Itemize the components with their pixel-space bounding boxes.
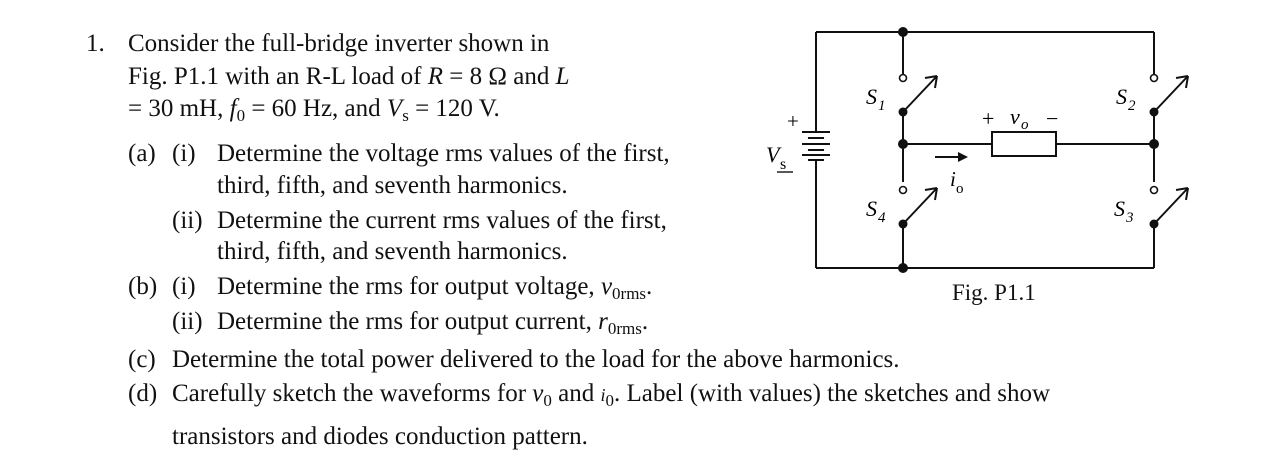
- problem-number: 1.: [86, 30, 105, 57]
- intro-line-1: Consider the full-bridge inverter shown …: [128, 30, 550, 57]
- switch-s2-label: S: [1116, 84, 1127, 109]
- part-b-i-text: Determine the rms for output voltage, v0…: [217, 273, 653, 303]
- switch-s1-label: S: [866, 84, 877, 109]
- switch-s4-blade: [902, 187, 938, 225]
- part-a-ii-line-1: Determine the current rms values of the …: [217, 207, 667, 234]
- io-sub: o: [956, 181, 964, 197]
- part-b-ii-text: Determine the rms for output current, r0…: [217, 308, 649, 338]
- part-d-line-2: transistors and diodes conduction patter…: [172, 423, 588, 450]
- part-a-label: (a): [128, 140, 156, 167]
- part-c-label: (c): [128, 346, 156, 373]
- part-a-ii-line-2: third, fifth, and seventh harmonics.: [217, 238, 568, 265]
- current-arrowhead: [958, 152, 968, 162]
- switch-s2-sub: 2: [1128, 98, 1136, 114]
- source-label: V: [766, 142, 782, 167]
- part-a-i-label: (i): [172, 140, 196, 167]
- vo-sub: o: [1021, 117, 1029, 133]
- io-label: i: [950, 167, 956, 191]
- part-a-ii-label: (ii): [172, 207, 203, 234]
- switch-s4-label: S: [866, 196, 877, 221]
- intro-line-3: = 30 mH, f0 = 60 Hz, and Vs = 120 V.: [128, 95, 500, 125]
- switch-s1-blade: [902, 75, 938, 113]
- source-plus-sign: +: [787, 109, 799, 133]
- part-a-i-line-2: third, fifth, and seventh harmonics.: [217, 172, 568, 199]
- source-label-sub: s: [780, 156, 786, 173]
- part-a-i-line-1: Determine the voltage rms values of the …: [217, 140, 670, 167]
- switch-s4-sub: 4: [878, 210, 886, 226]
- switch-s3-blade: [1153, 187, 1189, 225]
- part-b-i-label: (i): [172, 273, 196, 300]
- part-b-ii-label: (ii): [172, 308, 203, 335]
- vo-label: v: [1010, 104, 1020, 129]
- vo-plus: +: [982, 106, 994, 131]
- switch-s1-sub: 1: [878, 98, 886, 114]
- part-b-label: (b): [128, 273, 158, 300]
- switch-s2-blade: [1153, 75, 1189, 113]
- intro-line-2: Fig. P1.1 with an R-L load of R = 8 Ω an…: [128, 63, 570, 90]
- part-d-line-1: Carefully sketch the waveforms for v0 an…: [172, 380, 1051, 410]
- figure-caption: Fig. P1.1: [952, 280, 1036, 305]
- vo-minus: −: [1046, 106, 1058, 131]
- switch-s3-label: S: [1114, 196, 1125, 221]
- load-resistor: [991, 131, 1057, 157]
- part-c-text: Determine the total power delivered to t…: [172, 346, 900, 373]
- switch-s3-sub: 3: [1125, 210, 1134, 226]
- part-d-label: (d): [128, 380, 158, 407]
